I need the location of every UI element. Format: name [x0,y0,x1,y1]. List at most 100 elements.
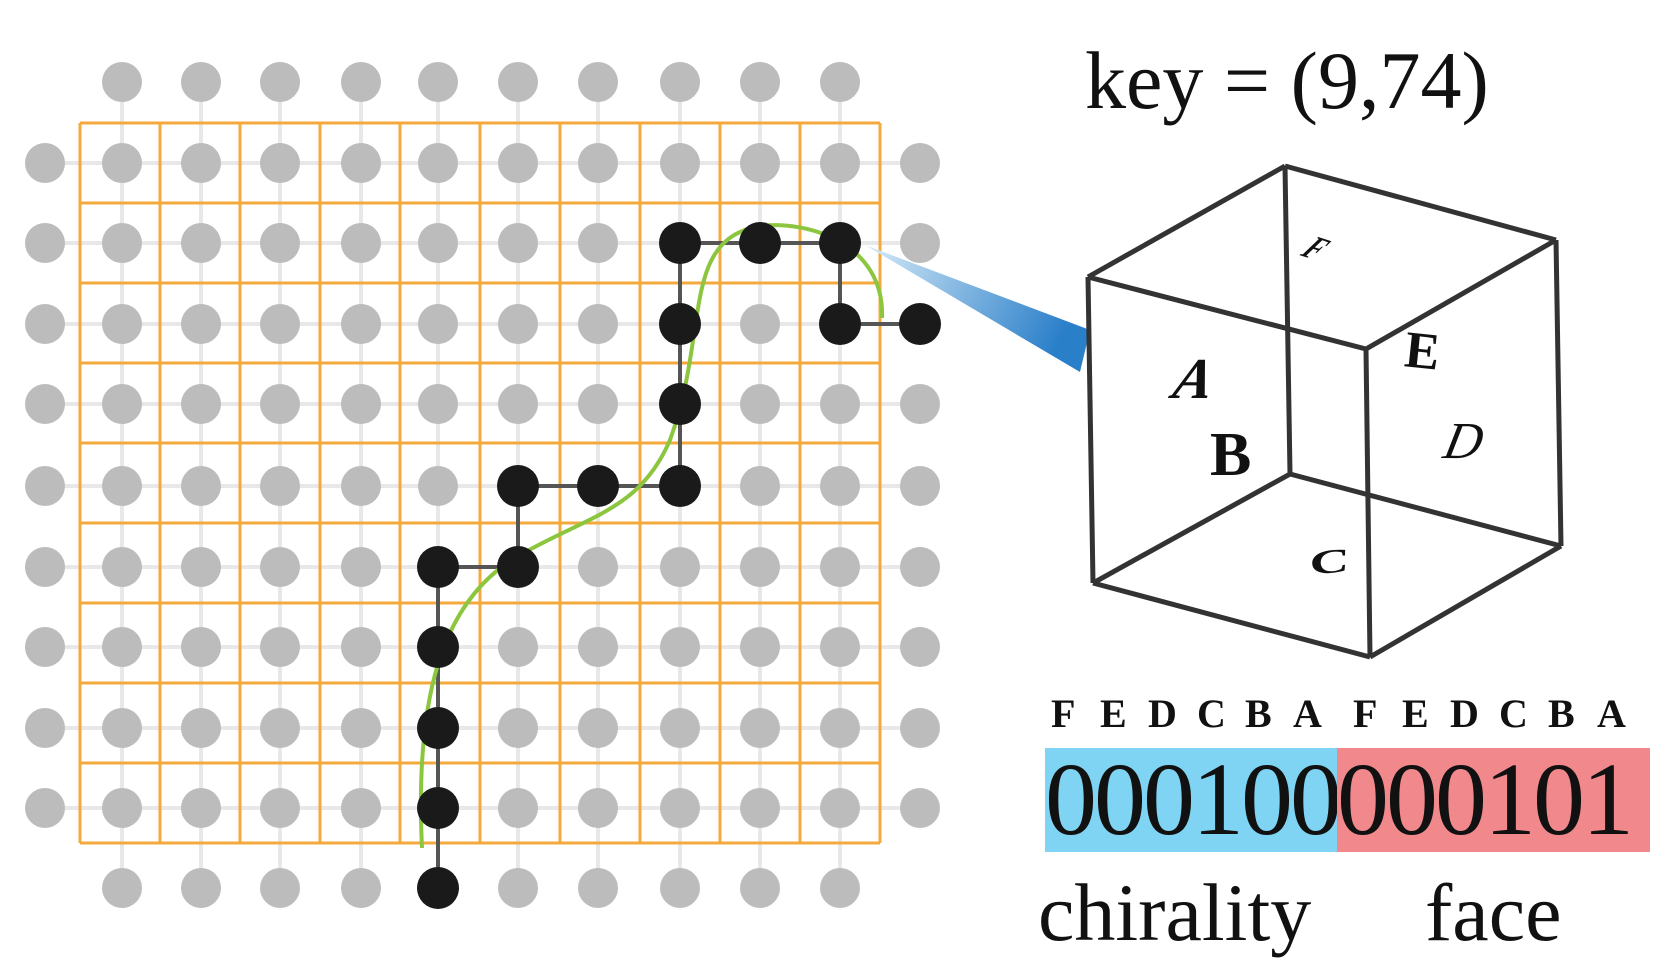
lattice-node [25,384,65,424]
lattice-node [181,466,221,506]
lattice-node [900,223,940,263]
lattice-node [820,788,860,828]
path-node [417,626,459,668]
lattice-node [900,627,940,667]
path-node [739,222,781,264]
lattice-node [660,627,700,667]
lattice-node [498,304,538,344]
lattice-node [418,62,458,102]
lattice-node [260,708,300,748]
lattice-node [900,708,940,748]
lattice-node [498,223,538,263]
lattice-node [418,223,458,263]
lattice-node [260,62,300,102]
bit-header-face-c: C [1499,691,1528,736]
lattice-node [341,547,381,587]
lattice-node [341,143,381,183]
magnifier-beam [865,245,1090,372]
face-caption: face [1425,867,1562,958]
lattice-node [260,868,300,908]
lattice-node [181,223,221,263]
lattice-node [740,384,780,424]
lattice-node [498,62,538,102]
path-node [899,303,941,345]
lattice-node [181,788,221,828]
bit-header-chirality-a: A [1293,691,1322,736]
lattice-node [25,304,65,344]
lattice-node [900,547,940,587]
lattice-node [102,868,142,908]
lattice-node [181,143,221,183]
path-nodes [417,222,941,909]
bit-header-chirality-e: E [1100,691,1127,736]
lattice-node [181,384,221,424]
lattice-node [900,384,940,424]
cube [1085,163,1564,660]
lattice-node [578,788,618,828]
lattice-node [181,868,221,908]
lattice-node [25,466,65,506]
lattice-node [578,384,618,424]
lattice-node [498,384,538,424]
lattice-node [900,466,940,506]
lattice-node [820,143,860,183]
lattice-node [418,143,458,183]
lattice-node [102,384,142,424]
path-node [659,222,701,264]
path-node [417,787,459,829]
bit-header-chirality-c: C [1197,691,1226,736]
bit-header-chirality-b: B [1245,691,1272,736]
cube-face-label-b: B [1210,421,1252,489]
lattice-node [341,466,381,506]
lattice-node [25,547,65,587]
lattice-node [341,708,381,748]
lattice-node [820,627,860,667]
lattice-node [341,868,381,908]
lattice-node [578,868,618,908]
lattice-node [498,143,538,183]
lattice-node [260,304,300,344]
lattice-node [578,143,618,183]
lattice-node [820,62,860,102]
bit-header-chirality-f: F [1051,691,1076,736]
lattice-node [740,547,780,587]
lattice-node [740,788,780,828]
lattice-node [102,223,142,263]
path-node [659,303,701,345]
path-node [659,465,701,507]
face-bits: 000101 [1337,748,1650,852]
lattice-node [578,304,618,344]
lattice-node [660,708,700,748]
lattice-node [660,868,700,908]
key-label: key = (9,74) [1085,35,1489,126]
chirality-caption: chirality [1038,867,1312,958]
lattice-node [181,304,221,344]
lattice-node [578,627,618,667]
lattice-node [341,788,381,828]
path-node [497,465,539,507]
lattice-node [25,223,65,263]
bit-header-chirality-d: D [1148,691,1177,736]
lattice-node [498,708,538,748]
lattice-node [25,627,65,667]
lattice-node [341,627,381,667]
lattice-node [25,708,65,748]
lattice-node [341,304,381,344]
lattice-node [102,466,142,506]
path-node [819,303,861,345]
lattice-node [260,384,300,424]
lattice-node [260,466,300,506]
lattice-node [660,143,700,183]
lattice-node [102,62,142,102]
path-node [417,867,459,909]
cube-face-label-e: E [1402,321,1443,382]
lattice-node [740,304,780,344]
lattice-node [820,384,860,424]
lattice-node [102,708,142,748]
green-curve [418,223,885,849]
lattice-node [740,466,780,506]
lattice-node [181,547,221,587]
lattice-node [740,868,780,908]
lattice-node [260,547,300,587]
